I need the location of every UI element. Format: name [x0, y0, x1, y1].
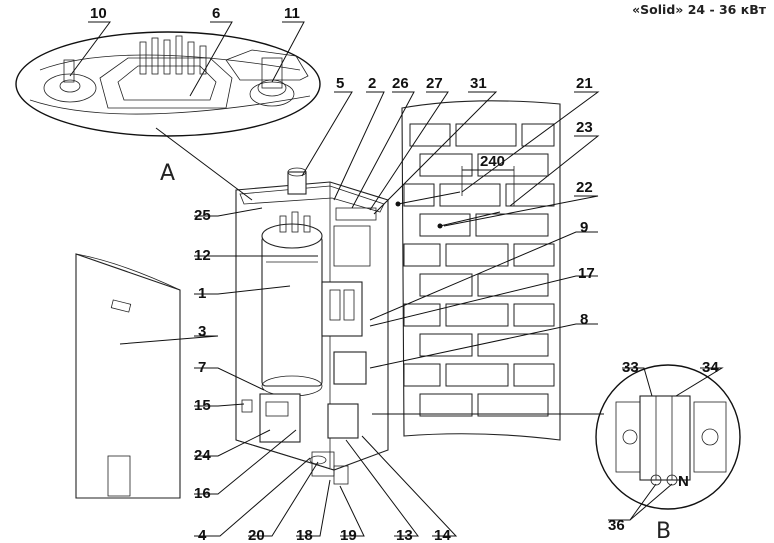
- callout-5: 5: [336, 75, 344, 92]
- callout-21: 21: [576, 75, 593, 92]
- callout-7: 7: [198, 359, 206, 376]
- callout-9: 9: [580, 219, 588, 236]
- terminal-n-label: N: [678, 473, 689, 490]
- callout-17: 17: [578, 265, 595, 282]
- callout-18: 18: [296, 527, 313, 543]
- callout-19: 19: [340, 527, 357, 543]
- view-label-b: B: [656, 519, 671, 543]
- callout-1: 1: [198, 285, 206, 302]
- callout-12: 12: [194, 247, 211, 264]
- callout-11: 11: [284, 5, 300, 22]
- callout-36: 36: [608, 517, 625, 534]
- callout-33: 33: [622, 359, 639, 376]
- callout-31: 31: [470, 75, 487, 92]
- detail-a-view: [15, 31, 321, 137]
- front-cover: [75, 253, 181, 499]
- callout-14: 14: [434, 527, 451, 543]
- callout-15: 15: [194, 397, 211, 414]
- leader-lines: [69, 21, 724, 537]
- callout-10: 10: [90, 5, 107, 22]
- detail-b-view: N: [595, 364, 741, 510]
- callout-27: 27: [426, 75, 443, 92]
- callout-22: 22: [576, 179, 593, 196]
- callout-4: 4: [198, 527, 207, 543]
- callout-8: 8: [580, 311, 588, 328]
- callout-24: 24: [194, 447, 211, 464]
- page-title: «Solid» 24 - 36 кВт: [632, 2, 766, 17]
- callout-34: 34: [702, 359, 719, 376]
- callout-25: 25: [194, 207, 211, 224]
- boiler-body: [235, 167, 389, 485]
- callout-2: 2: [368, 75, 376, 92]
- callout-3: 3: [198, 323, 206, 340]
- dimension-240: 240: [480, 153, 505, 170]
- callout-23: 23: [576, 119, 593, 136]
- callout-13: 13: [396, 527, 413, 543]
- brick-wall: 240: [395, 100, 561, 441]
- callout-20: 20: [248, 527, 265, 543]
- callout-26: 26: [392, 75, 409, 92]
- callout-6: 6: [212, 5, 220, 22]
- callout-16: 16: [194, 485, 211, 502]
- view-label-a: A: [160, 161, 175, 186]
- callouts: 10 6 11 5 2 26 27 31 21 23 22 25 12 9 1 …: [90, 5, 719, 543]
